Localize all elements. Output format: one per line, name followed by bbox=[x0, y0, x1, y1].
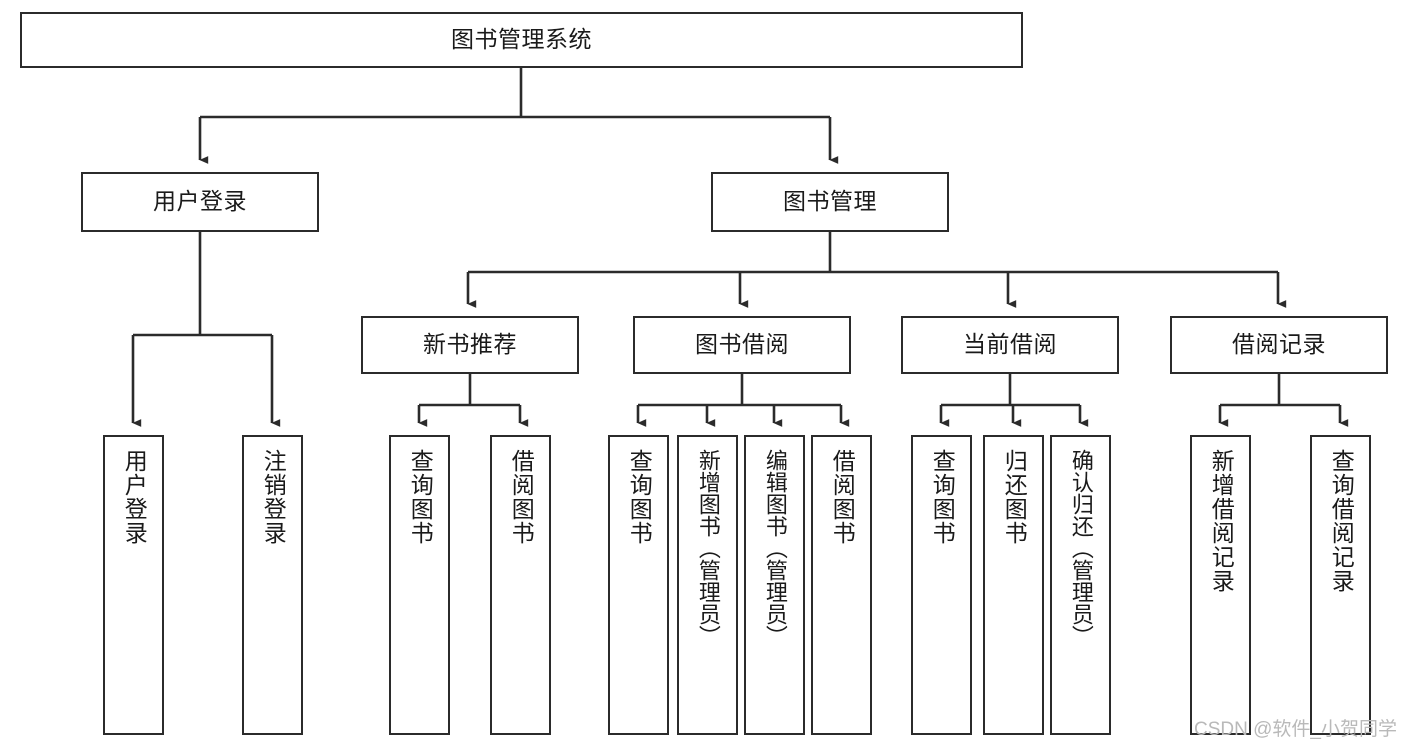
edge-group-borrow-record bbox=[1218, 374, 1349, 427]
node-leaf-borrow-book[interactable]: 借阅图书 bbox=[811, 435, 872, 735]
node-leaf-borrow-book-label: 借阅图书 bbox=[829, 449, 856, 545]
node-leaf-add-book[interactable]: 新增图书（管理员） bbox=[677, 435, 738, 735]
node-leaf-query-book-cur[interactable]: 查询图书 bbox=[911, 435, 972, 735]
node-leaf-query-book-cur-label: 查询图书 bbox=[929, 449, 956, 545]
edge-group-current-borrow bbox=[939, 374, 1089, 427]
edge-group-root bbox=[198, 68, 839, 164]
node-book-borrow-label: 图书借阅 bbox=[695, 331, 789, 358]
edge-group-new-book-rec bbox=[417, 374, 529, 427]
node-leaf-user-logout[interactable]: 注销登录 bbox=[242, 435, 303, 735]
node-leaf-user-login-label: 用户登录 bbox=[121, 449, 148, 545]
node-leaf-query-book-borrow-label: 查询图书 bbox=[626, 449, 653, 545]
node-current-borrow-label: 当前借阅 bbox=[963, 331, 1057, 358]
edge-group-user-login bbox=[131, 232, 281, 427]
node-leaf-borrow-book-rec[interactable]: 借阅图书 bbox=[490, 435, 551, 735]
node-leaf-return-book[interactable]: 归还图书 bbox=[983, 435, 1044, 735]
node-leaf-return-book-label: 归还图书 bbox=[1001, 449, 1028, 545]
node-leaf-add-record[interactable]: 新增借阅记录 bbox=[1190, 435, 1251, 735]
node-borrow-record[interactable]: 借阅记录 bbox=[1170, 316, 1388, 374]
node-root[interactable]: 图书管理系统 bbox=[20, 12, 1023, 68]
node-borrow-record-label: 借阅记录 bbox=[1232, 331, 1326, 358]
node-leaf-add-book-label: 新增图书（管理员） bbox=[695, 449, 721, 647]
node-book-manage[interactable]: 图书管理 bbox=[711, 172, 949, 232]
node-leaf-borrow-book-rec-label: 借阅图书 bbox=[508, 449, 535, 545]
node-leaf-confirm-return[interactable]: 确认归还（管理员） bbox=[1050, 435, 1111, 735]
node-current-borrow[interactable]: 当前借阅 bbox=[901, 316, 1119, 374]
node-leaf-confirm-return-label: 确认归还（管理员） bbox=[1068, 449, 1094, 647]
node-leaf-query-book-borrow[interactable]: 查询图书 bbox=[608, 435, 669, 735]
node-leaf-query-record[interactable]: 查询借阅记录 bbox=[1310, 435, 1371, 735]
edge-group-book-borrow bbox=[636, 374, 850, 427]
node-new-book-rec[interactable]: 新书推荐 bbox=[361, 316, 579, 374]
node-leaf-query-book-rec-label: 查询图书 bbox=[407, 449, 434, 545]
node-new-book-rec-label: 新书推荐 bbox=[423, 331, 517, 358]
csdn-watermark: CSDN @软件_小贺同学 bbox=[1194, 719, 1397, 740]
edge-group-book-manage bbox=[466, 232, 1287, 308]
node-leaf-query-book-rec[interactable]: 查询图书 bbox=[389, 435, 450, 735]
node-leaf-user-logout-label: 注销登录 bbox=[260, 449, 287, 545]
node-user-login-label: 用户登录 bbox=[153, 188, 247, 215]
node-leaf-add-record-label: 新增借阅记录 bbox=[1208, 449, 1235, 593]
node-leaf-edit-book-label: 编辑图书（管理员） bbox=[762, 449, 788, 647]
node-root-label: 图书管理系统 bbox=[451, 26, 592, 53]
node-book-manage-label: 图书管理 bbox=[783, 188, 877, 215]
node-user-login[interactable]: 用户登录 bbox=[81, 172, 319, 232]
node-leaf-edit-book[interactable]: 编辑图书（管理员） bbox=[744, 435, 805, 735]
node-leaf-user-login[interactable]: 用户登录 bbox=[103, 435, 164, 735]
node-leaf-query-record-label: 查询借阅记录 bbox=[1328, 449, 1355, 593]
node-book-borrow[interactable]: 图书借阅 bbox=[633, 316, 851, 374]
